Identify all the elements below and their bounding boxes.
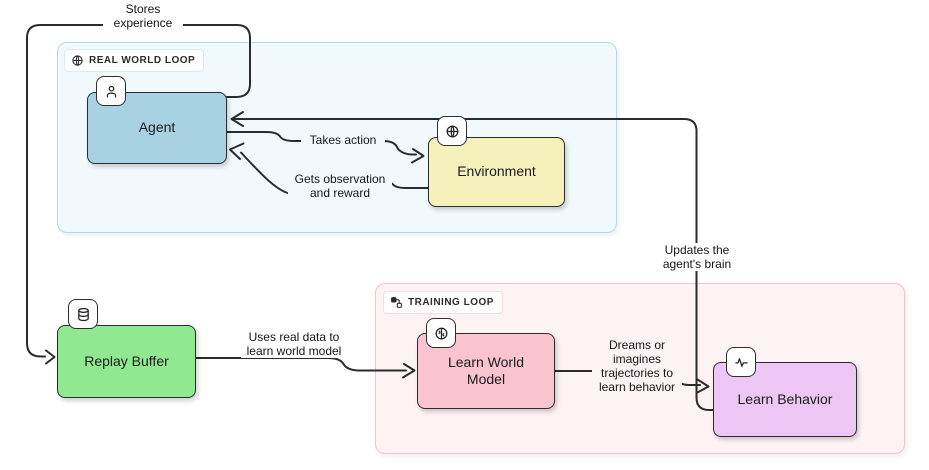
node-learn-world-model-label: Learn World Model (447, 353, 524, 388)
node-agent-label: Agent (138, 119, 176, 136)
workflow-icon (390, 296, 403, 309)
training-loop-label: TRAINING LOOP (408, 297, 494, 308)
node-learn-behavior-label: Learn Behavior (737, 390, 833, 407)
edge-label-gets-observation: Gets observation and reward (288, 172, 392, 201)
edge-label-updates-brain: Updates the agent's brain (653, 243, 741, 272)
edge-label-uses-real-data: Uses real data to learn world model (241, 330, 347, 359)
node-replay-buffer-label: Replay Buffer (84, 352, 169, 369)
edge-label-takes-action: Takes action (301, 133, 385, 148)
globe-icon (71, 54, 84, 67)
database-icon (68, 299, 98, 329)
brain-icon (426, 318, 456, 348)
node-environment-label: Environment (457, 163, 536, 180)
node-replay-buffer[interactable]: Replay Buffer (57, 325, 196, 398)
user-icon (96, 76, 126, 106)
training-loop-chip: TRAINING LOOP (383, 291, 503, 314)
globe-icon (437, 116, 467, 146)
real-world-loop-label: REAL WORLD LOOP (89, 55, 196, 66)
edge-label-stores-experience: Stores experience (103, 2, 183, 31)
node-environment[interactable]: Environment (428, 137, 565, 207)
arrowhead-stores-experience (45, 349, 56, 365)
activity-icon (726, 347, 756, 377)
edge-label-dreams: Dreams or imagines trajectories to learn… (592, 338, 682, 395)
real-world-loop-chip: REAL WORLD LOOP (64, 49, 205, 72)
